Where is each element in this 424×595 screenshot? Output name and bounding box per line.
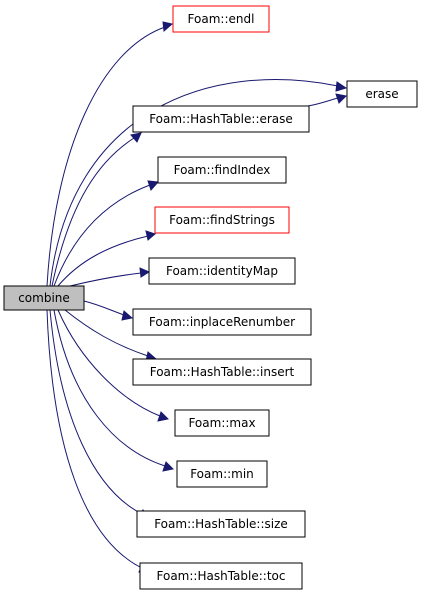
- node-label: Foam::inplaceRenumber: [149, 315, 295, 329]
- node-label: Foam::HashTable::size: [154, 517, 288, 531]
- edge-combine-identityMap: [69, 272, 142, 287]
- edge-arrowhead: [335, 81, 348, 92]
- edge-arrowhead: [139, 267, 151, 278]
- node-hashtable-erase[interactable]: Foam::HashTable::erase: [132, 105, 310, 133]
- node-foam-max[interactable]: Foam::max: [174, 409, 270, 437]
- node-label: erase: [365, 87, 398, 101]
- node-foam-min[interactable]: Foam::min: [176, 460, 268, 488]
- edge-arrowhead: [162, 461, 175, 472]
- node-label: Foam::HashTable::erase: [149, 112, 293, 126]
- edge-combine-endl: [46, 26, 166, 287]
- edges: [46, 21, 348, 573]
- node-label: Foam::findStrings: [169, 213, 275, 227]
- edge-combine-min: [53, 309, 166, 467]
- edge-combine-inplaceRenumber: [83, 300, 125, 316]
- edge-combine-hashtable-size: [49, 309, 143, 515]
- edge-combine-findIndex: [53, 184, 151, 287]
- edge-combine-hashtable-erase: [51, 137, 135, 287]
- edge-arrowhead: [162, 21, 174, 33]
- edge-combine-hashtable-toc: [46, 309, 143, 569]
- edge-arrowhead: [335, 93, 348, 104]
- node-label: combine: [18, 291, 70, 305]
- edge-arrowhead: [157, 411, 170, 422]
- node-foam-findindex[interactable]: Foam::findIndex: [157, 156, 287, 184]
- node-label: Foam::identityMap: [166, 264, 278, 278]
- node-label: Foam::findIndex: [174, 163, 271, 177]
- node-foam-endl[interactable]: Foam::endl: [172, 5, 270, 33]
- edge-arrowhead: [130, 132, 142, 143]
- edge-hashtable-erase-erase: [307, 97, 339, 107]
- edge-combine-max: [57, 309, 161, 417]
- node-hashtable-size[interactable]: Foam::HashTable::size: [136, 510, 306, 538]
- node-foam-findstrings[interactable]: Foam::findStrings: [154, 206, 290, 234]
- node-hashtable-toc[interactable]: Foam::HashTable::toc: [139, 562, 303, 590]
- edge-arrowhead: [121, 310, 134, 321]
- node-foam-identitymap[interactable]: Foam::identityMap: [148, 257, 296, 285]
- edge-combine-findStrings: [57, 235, 149, 287]
- node-label: Foam::min: [190, 467, 254, 481]
- node-label: Foam::HashTable::toc: [157, 569, 286, 583]
- node-foam-inplacerenumber[interactable]: Foam::inplaceRenumber: [132, 308, 312, 336]
- edge-combine-hashtable-insert: [64, 309, 149, 357]
- edge-arrowhead: [145, 230, 156, 241]
- node-erase[interactable]: erase: [346, 80, 418, 108]
- node-label: Foam::max: [188, 416, 255, 430]
- node-hashtable-insert[interactable]: Foam::HashTable::insert: [132, 358, 312, 386]
- node-label: Foam::endl: [188, 12, 255, 26]
- node-combine[interactable]: combine: [3, 285, 85, 311]
- edge-arrowhead: [147, 180, 160, 191]
- node-label: Foam::HashTable::insert: [150, 365, 295, 379]
